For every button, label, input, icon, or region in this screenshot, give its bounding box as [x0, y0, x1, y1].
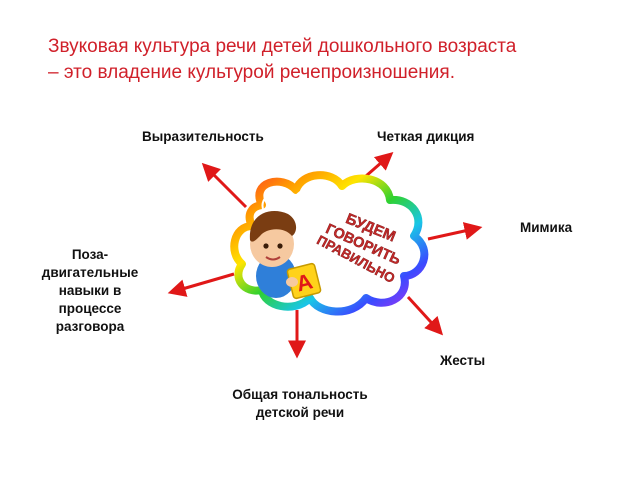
- arrow-expressiveness: [201, 162, 248, 209]
- node-posture-line-5: разговора: [55, 319, 125, 334]
- node-tonality: Общая тональность детской речи: [210, 386, 390, 422]
- node-tonality-line-1: Общая тональность: [232, 387, 368, 402]
- node-gestures: Жесты: [440, 353, 486, 368]
- node-diction: Четкая дикция: [377, 129, 475, 144]
- arrow-mimicry: [427, 222, 483, 241]
- node-posture-line-4: процессе: [58, 301, 122, 316]
- arrow-gestures: [406, 295, 444, 336]
- cube-letter: А: [294, 268, 316, 296]
- node-posture-line-2: двигательные: [41, 265, 139, 280]
- title-line-1: Звуковая культура речи детей дошкольного…: [48, 36, 517, 57]
- node-posture-line-1: Поза-: [71, 247, 109, 262]
- title-line-2: – это владение культурой речепроизношени…: [48, 62, 455, 83]
- slide-title: Звуковая культура речи детей дошкольного…: [48, 34, 633, 86]
- child-illustration: А: [249, 211, 322, 300]
- node-posture: Поза- двигательные навыки в процессе раз…: [28, 246, 152, 336]
- node-posture-line-3: навыки в: [58, 283, 122, 298]
- node-tonality-line-2: детской речи: [255, 405, 345, 420]
- node-expressiveness: Выразительность: [142, 129, 264, 144]
- node-mimicry: Мимика: [520, 220, 573, 235]
- arrow-posture: [167, 272, 235, 297]
